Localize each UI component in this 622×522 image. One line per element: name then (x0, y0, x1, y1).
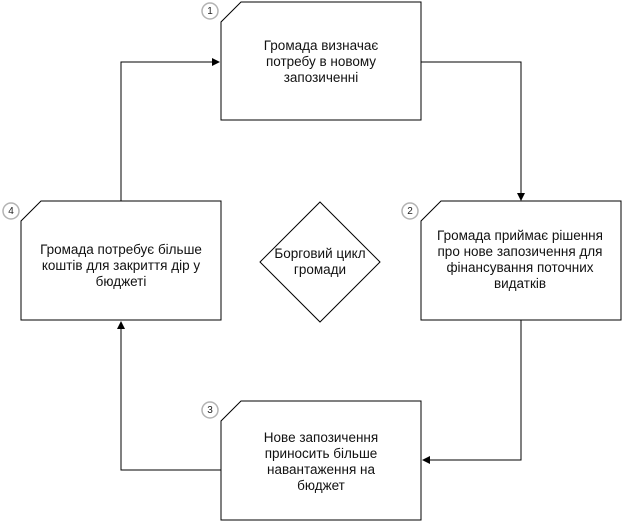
step-1-card (220, 1, 422, 121)
step-4-card (20, 200, 222, 321)
step-4-number: 4 (8, 205, 14, 217)
step-2-badge (401, 202, 419, 220)
center-diamond (259, 201, 381, 323)
step-2-number: 2 (407, 205, 413, 217)
step-4-text: Громада потребує більше коштів для закри… (40, 242, 202, 289)
connector-step3-to-step4 (117, 321, 221, 471)
step-1-badge (201, 2, 219, 20)
connector-step2-to-step3 (422, 320, 522, 464)
step-1-text: Громада визначає потребу в новому запози… (263, 38, 379, 85)
connector-step1-to-step2 (421, 61, 525, 201)
center-label: Борговий цикл громади (274, 246, 366, 277)
connector-step4-to-step1 (120, 58, 220, 201)
step-3-text: Нове запозичення приносить більше навант… (263, 430, 379, 493)
step-3-number: 3 (207, 404, 213, 416)
step-4-badge (2, 202, 20, 220)
step-3-badge (201, 401, 219, 419)
step-2-card (420, 200, 622, 321)
step-3-card (220, 400, 422, 521)
step-2-text: Громада приймає рішення про нове запозич… (437, 228, 603, 291)
step-1-number: 1 (207, 5, 213, 17)
